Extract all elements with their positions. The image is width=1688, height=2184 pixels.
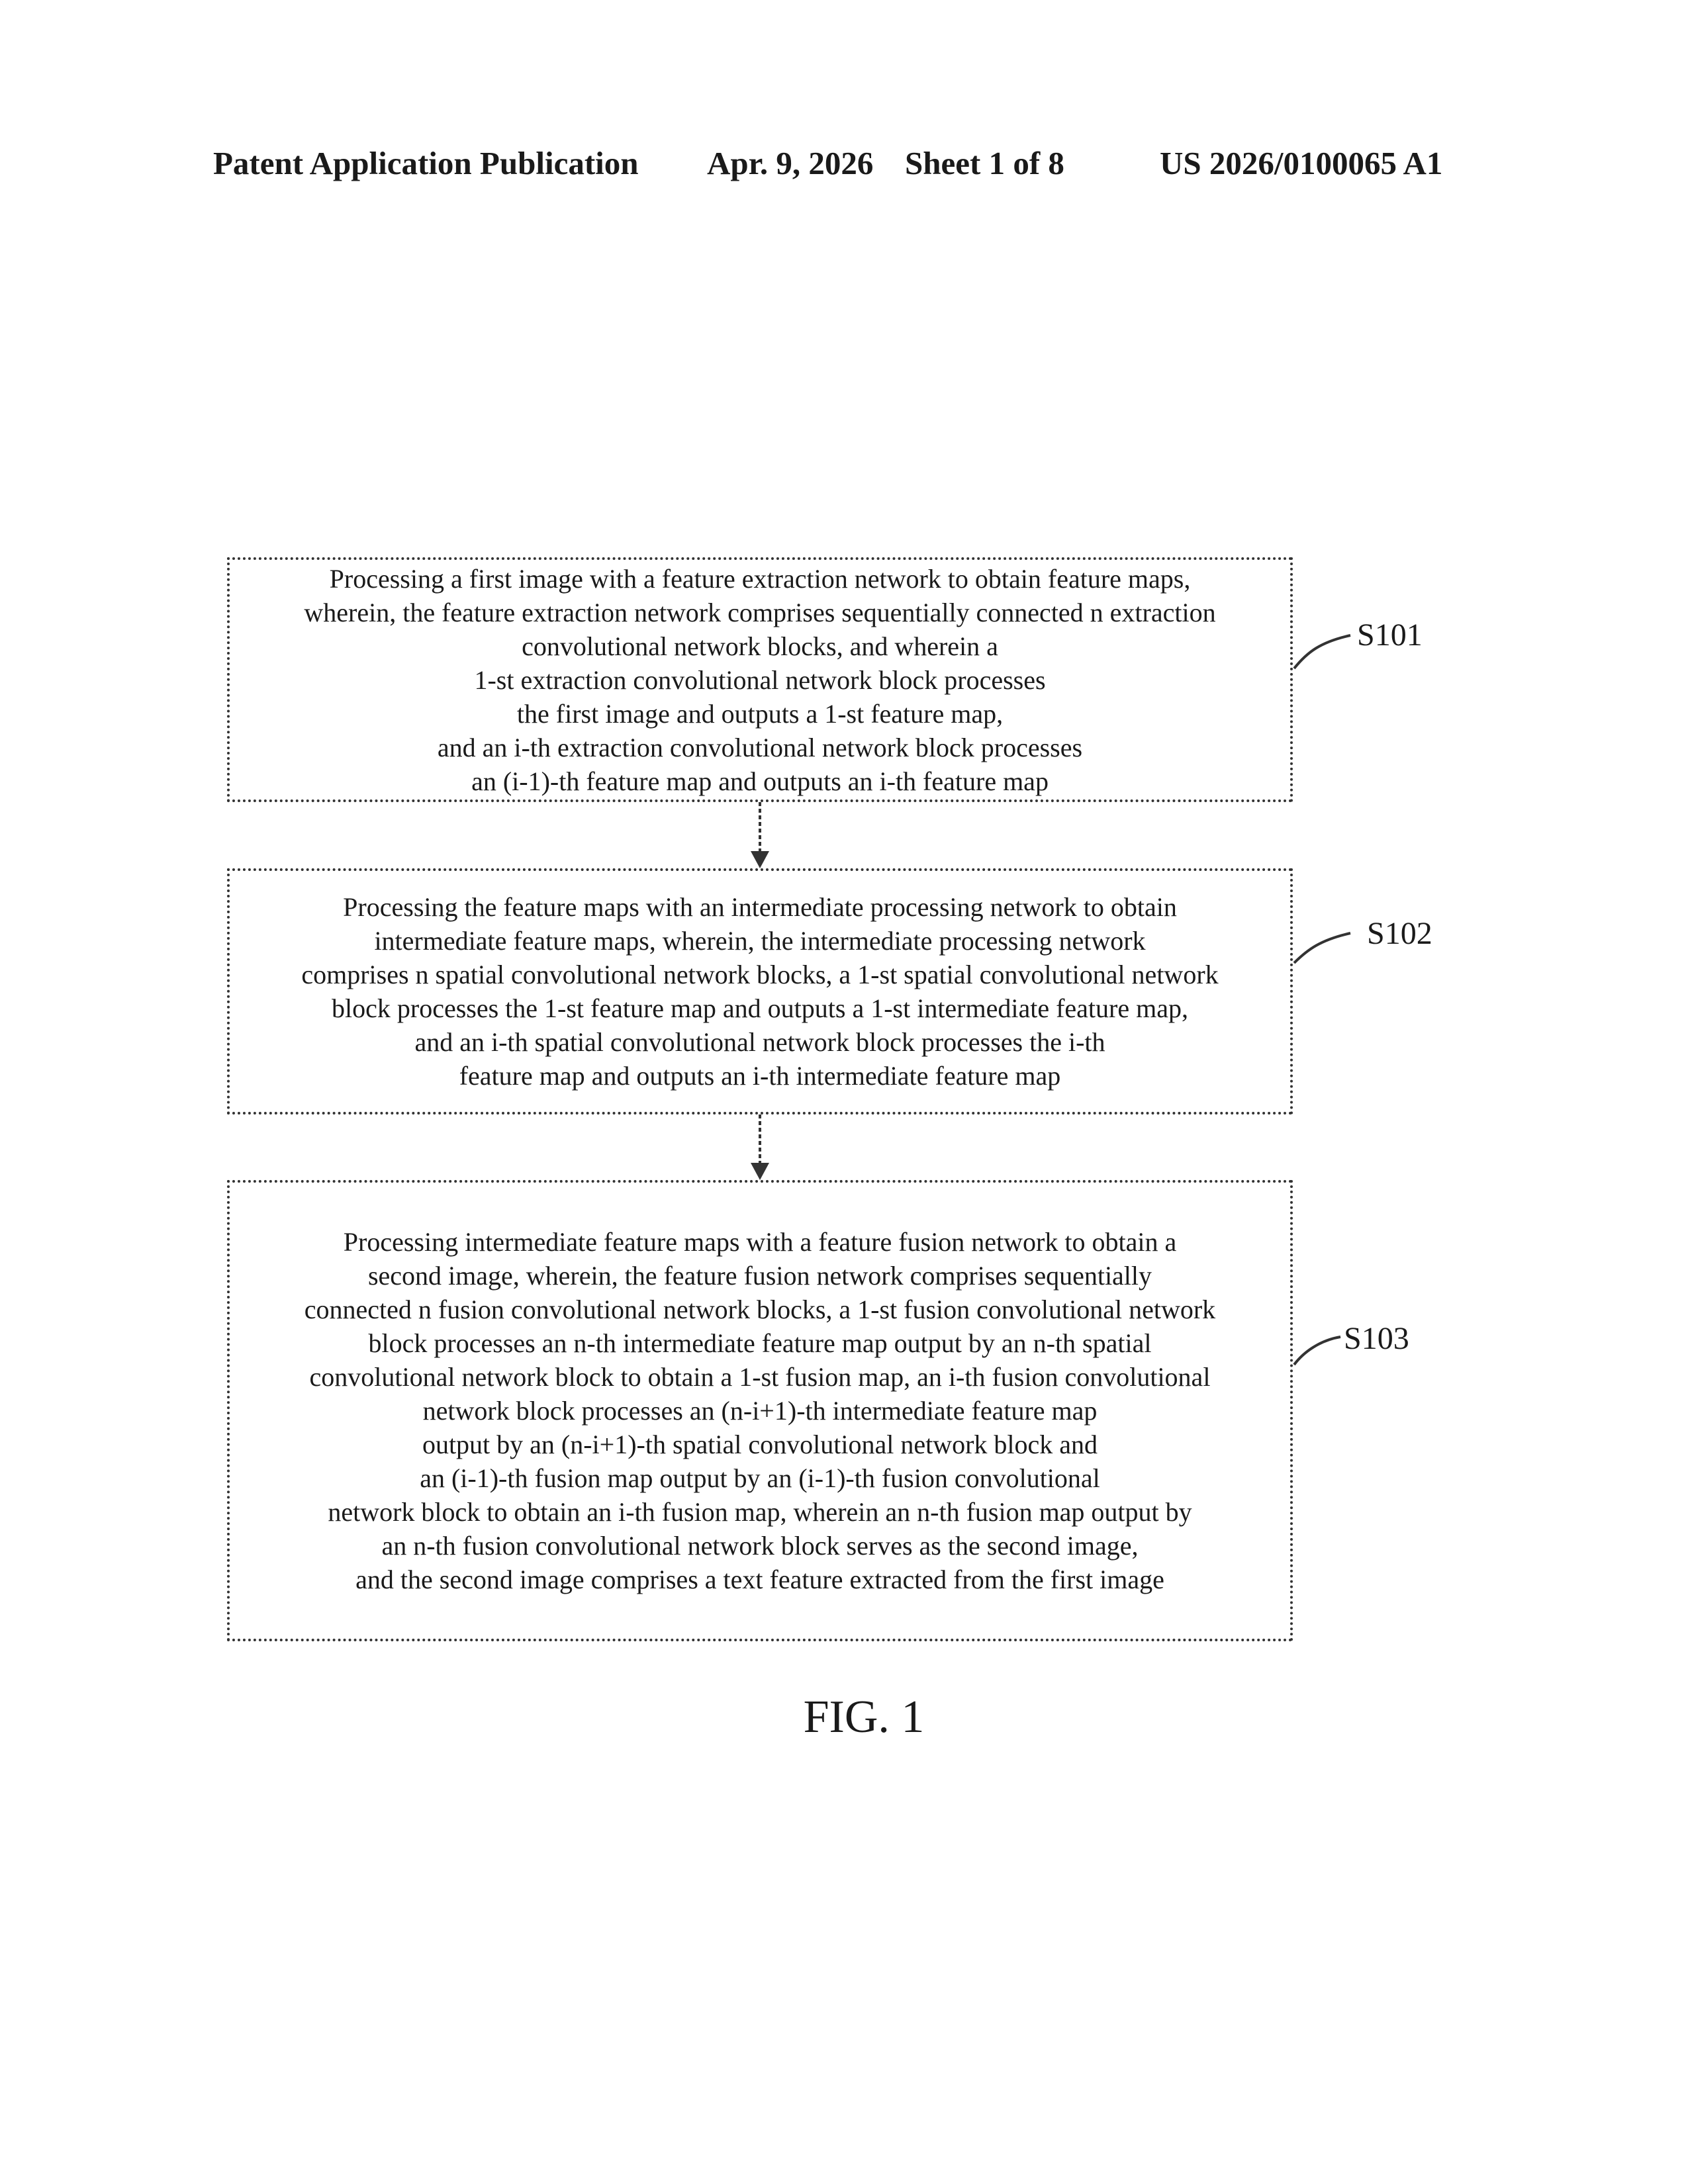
step-line: an n-th fusion convolutional network blo… [230, 1529, 1290, 1563]
step-text-s103: Processing intermediate feature maps wit… [230, 1225, 1290, 1596]
step-line: output by an (n-i+1)-th spatial convolut… [230, 1428, 1290, 1461]
step-line: the first image and outputs a 1-st featu… [230, 697, 1290, 731]
step-line: wherein, the feature extraction network … [230, 596, 1290, 629]
step-line: and an i-th spatial convolutional networ… [230, 1025, 1290, 1059]
step-line: network block processes an (n-i+1)-th in… [230, 1394, 1290, 1428]
step-line: feature map and outputs an i-th intermed… [230, 1059, 1290, 1093]
step-text-s102: Processing the feature maps with an inte… [230, 890, 1290, 1093]
step-line: network block to obtain an i-th fusion m… [230, 1495, 1290, 1529]
step-box-s103: Processing intermediate feature maps wit… [227, 1180, 1293, 1641]
step-line: and the second image comprises a text fe… [230, 1563, 1290, 1596]
step-line: block processes an n-th intermediate fea… [230, 1326, 1290, 1360]
step-line: second image, wherein, the feature fusio… [230, 1259, 1290, 1293]
step-line: and an i-th extraction convolutional net… [230, 731, 1290, 764]
step-line: 1-st extraction convolutional network bl… [230, 663, 1290, 697]
step-label-s101: S101 [1357, 617, 1423, 653]
step-line: connected n fusion convolutional network… [230, 1293, 1290, 1326]
step-label-s102: S102 [1367, 915, 1432, 952]
leader-s103 [1294, 1337, 1340, 1365]
leader-s102 [1294, 933, 1350, 963]
step-line: intermediate feature maps, wherein, the … [230, 924, 1290, 958]
step-line: Processing the feature maps with an inte… [230, 890, 1290, 924]
step-line: block processes the 1-st feature map and… [230, 991, 1290, 1025]
leader-s101 [1294, 635, 1350, 668]
step-text-s101: Processing a first image with a feature … [230, 562, 1290, 798]
figure-label: FIG. 1 [728, 1691, 1000, 1744]
step-line: Processing intermediate feature maps wit… [230, 1225, 1290, 1259]
step-label-s103: S103 [1344, 1320, 1409, 1357]
step-line: Processing a first image with a feature … [230, 562, 1290, 596]
step-box-s102: Processing the feature maps with an inte… [227, 868, 1293, 1115]
step-line: convolutional network blocks, and wherei… [230, 629, 1290, 663]
step-line: convolutional network block to obtain a … [230, 1360, 1290, 1394]
arrowhead-s102 [751, 851, 769, 868]
step-line: comprises n spatial convolutional networ… [230, 958, 1290, 991]
step-line: an (i-1)-th fusion map output by an (i-1… [230, 1461, 1290, 1495]
arrowhead-s103 [751, 1163, 769, 1180]
step-line: an (i-1)-th feature map and outputs an i… [230, 764, 1290, 798]
step-box-s101: Processing a first image with a feature … [227, 557, 1293, 802]
